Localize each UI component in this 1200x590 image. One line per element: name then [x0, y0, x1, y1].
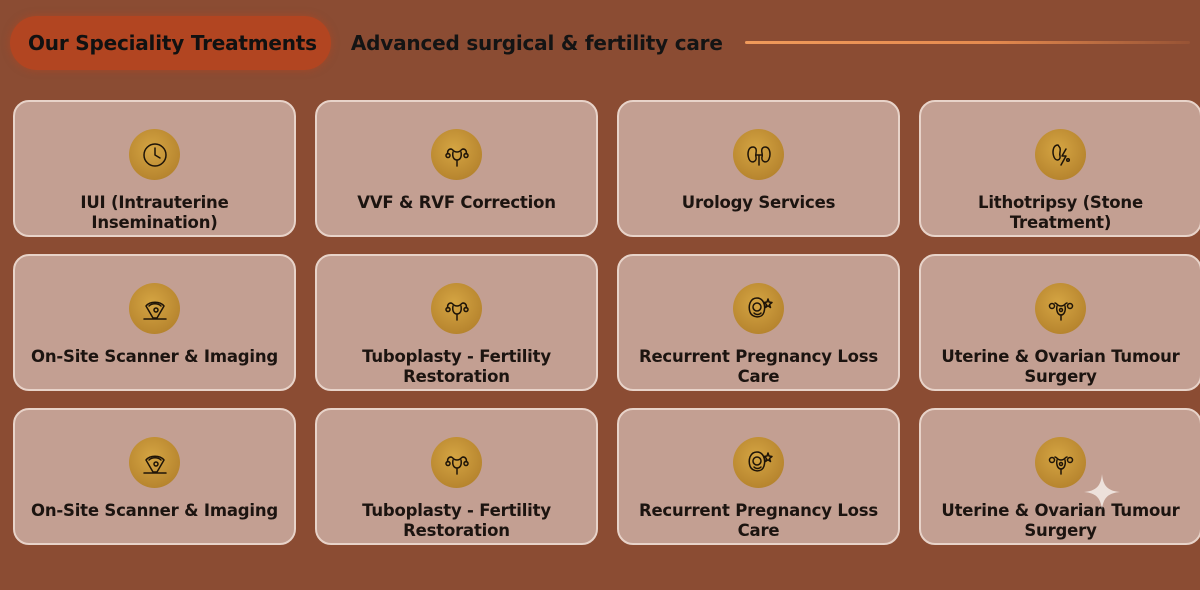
treatment-card[interactable]: Uterine & Ovarian Tumour Surgery — [919, 254, 1200, 391]
uterus-icon — [431, 437, 482, 488]
baby-star-icon — [733, 283, 784, 334]
kidney-icon — [733, 129, 784, 180]
treatment-card-label: Recurrent Pregnancy Loss Care — [638, 347, 879, 386]
treatment-card[interactable]: Tuboplasty - Fertility Restoration — [315, 254, 598, 391]
uterus-icon — [431, 283, 482, 334]
treatment-card[interactable]: Uterine & Ovarian Tumour Surgery — [919, 408, 1200, 545]
treatment-card-label: VVF & RVF Correction — [357, 193, 556, 212]
clock-icon — [129, 129, 180, 180]
section-title-pill: Our Speciality Treatments — [10, 15, 331, 70]
treatment-card-label: Uterine & Ovarian Tumour Surgery — [941, 347, 1180, 386]
treatment-card[interactable]: VVF & RVF Correction — [315, 100, 598, 237]
section-header: Our Speciality Treatments Advanced surgi… — [10, 15, 1190, 70]
kidney-stone-icon — [1035, 129, 1086, 180]
treatment-card-label: Recurrent Pregnancy Loss Care — [638, 501, 879, 540]
treatment-card[interactable]: Tuboplasty - Fertility Restoration — [315, 408, 598, 545]
treatment-card[interactable]: Recurrent Pregnancy Loss Care — [617, 408, 900, 545]
treatment-card-label: Lithotripsy (Stone Treatment) — [978, 193, 1143, 232]
section-title: Our Speciality Treatments — [28, 30, 317, 55]
treatment-card[interactable]: Urology Services — [617, 100, 900, 237]
treatment-card[interactable]: IUI (Intrauterine Insemination) — [13, 100, 296, 237]
treatment-card-label: Uterine & Ovarian Tumour Surgery — [941, 501, 1180, 540]
uterus-ovary-icon — [1035, 437, 1086, 488]
treatment-card-label: Urology Services — [681, 193, 836, 212]
ultrasound-icon — [129, 437, 180, 488]
ultrasound-icon — [129, 283, 180, 334]
header-divider — [744, 41, 1190, 44]
sparkle-icon — [1084, 474, 1120, 510]
treatment-card[interactable]: On-Site Scanner & Imaging — [13, 254, 296, 391]
treatment-card-label: Tuboplasty - Fertility Restoration — [362, 501, 551, 540]
treatment-card[interactable]: Lithotripsy (Stone Treatment) — [919, 100, 1200, 237]
treatment-card[interactable]: Recurrent Pregnancy Loss Care — [617, 254, 900, 391]
treatment-card-label: On-Site Scanner & Imaging — [31, 347, 278, 366]
uterus-icon — [431, 129, 482, 180]
treatment-card-label: On-Site Scanner & Imaging — [31, 501, 278, 520]
baby-star-icon — [733, 437, 784, 488]
treatment-card[interactable]: On-Site Scanner & Imaging — [13, 408, 296, 545]
treatments-grid: IUI (Intrauterine Insemination) VVF & RV… — [13, 100, 1200, 545]
section-subtitle: Advanced surgical & fertility care — [350, 30, 723, 55]
uterus-ovary-icon — [1035, 283, 1086, 334]
treatment-card-label: Tuboplasty - Fertility Restoration — [362, 347, 551, 386]
treatment-card-label: IUI (Intrauterine Insemination) — [80, 193, 229, 232]
